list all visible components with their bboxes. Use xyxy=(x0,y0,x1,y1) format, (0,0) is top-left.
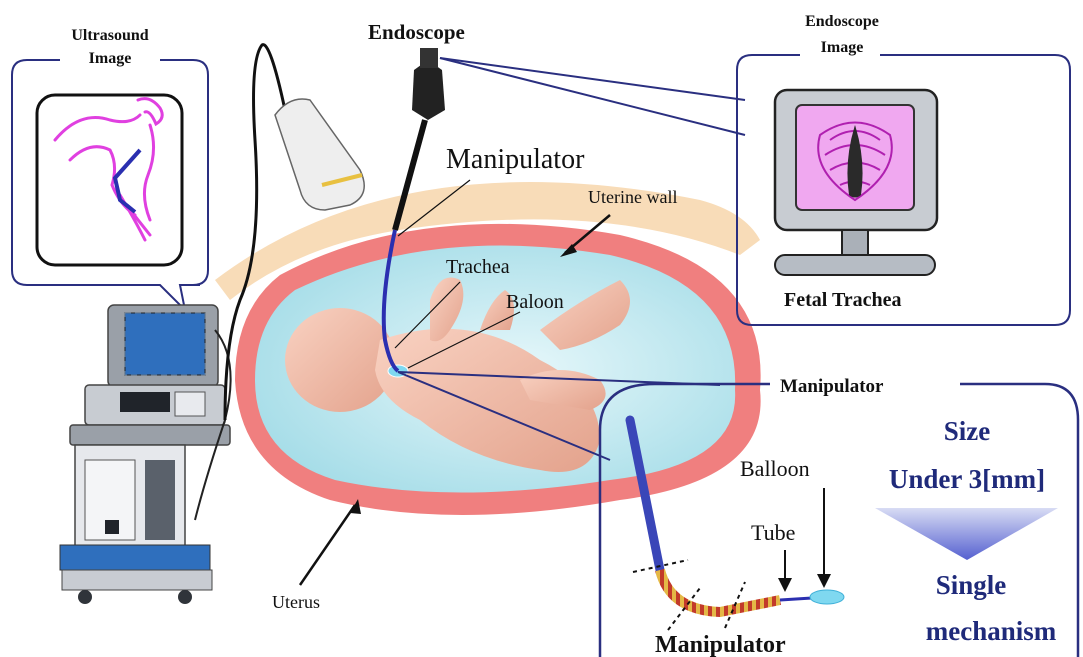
tube-arrow-head xyxy=(778,578,792,592)
single-label: Single xyxy=(936,570,1007,600)
balloon-label: Balloon xyxy=(740,456,810,481)
endoscope-label: Endoscope xyxy=(368,20,465,44)
ultrasound-probe-icon xyxy=(275,99,364,210)
balloon-arrow-head xyxy=(817,574,831,588)
endoscope-connector-lines xyxy=(440,58,745,135)
uterine-wall-label: Uterine wall xyxy=(588,187,677,207)
uterus-arrow xyxy=(300,499,361,585)
mechanism-label: mechanism xyxy=(926,616,1057,646)
balloon-icon xyxy=(810,590,844,604)
ultrasound-title-line1: Ultrasound xyxy=(71,27,148,44)
size-label: Size xyxy=(944,416,991,446)
ultrasound-title-line2: Image xyxy=(89,50,132,67)
uterus-group xyxy=(215,182,761,515)
baloon-label: Baloon xyxy=(506,291,564,313)
manipulator-top-label: Manipulator xyxy=(446,144,585,175)
tube-label: Tube xyxy=(751,520,795,545)
arrow-down-icon xyxy=(875,508,1058,560)
fetal-trachea-label: Fetal Trachea xyxy=(784,289,902,311)
endoscope-image-title-line2: Image xyxy=(821,39,864,56)
uterus-label: Uterus xyxy=(272,592,320,612)
endoscope-image-title-line1: Endoscope xyxy=(805,13,879,30)
manipulator-panel-title: Manipulator xyxy=(780,376,884,397)
ultrasound-image-panel: Ultrasound Image xyxy=(12,27,208,310)
under-3mm-label: Under 3[mm] xyxy=(889,464,1045,494)
ultrasound-machine-icon xyxy=(60,305,231,604)
endoscope-image-panel: Endoscope Image Fetal Trachea xyxy=(737,13,1070,325)
trachea-label: Trachea xyxy=(446,256,510,278)
manipulator-bottom-label: Manipulator xyxy=(655,632,786,657)
